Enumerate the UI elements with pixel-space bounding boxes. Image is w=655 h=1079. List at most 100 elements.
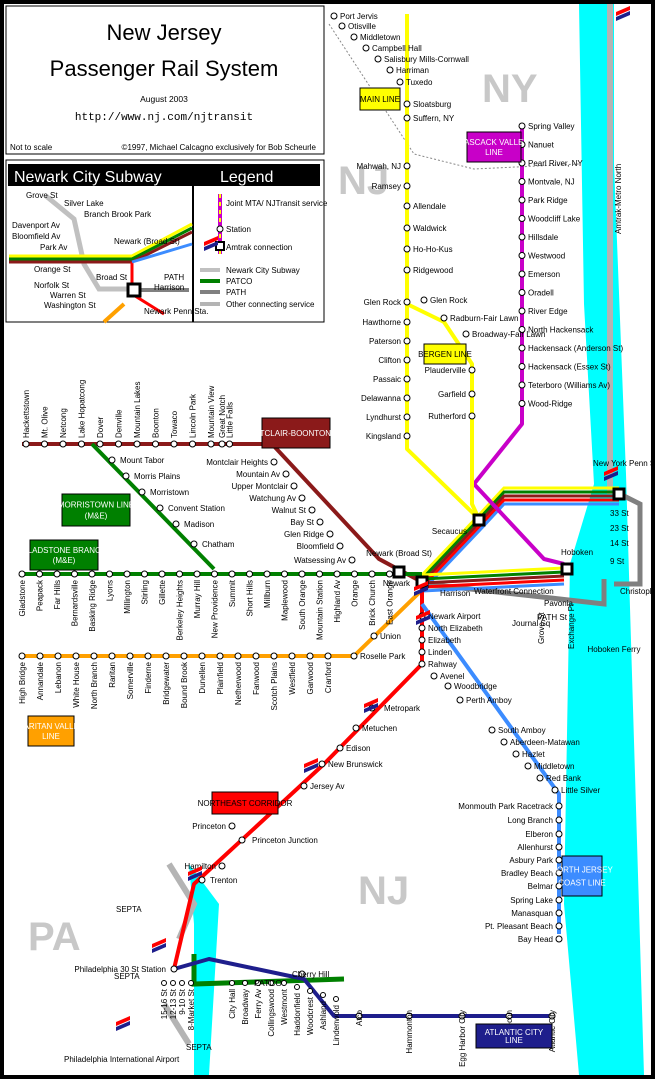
station-dot[interactable] [524, 762, 532, 770]
station-dot[interactable] [218, 440, 226, 448]
station-dot[interactable] [281, 570, 288, 578]
patco-station-dot[interactable] [170, 980, 176, 986]
station-dot[interactable] [555, 830, 563, 838]
station-dot[interactable] [456, 696, 464, 704]
station-dot[interactable] [318, 760, 326, 768]
station-dot[interactable] [403, 245, 411, 253]
station-dot[interactable] [228, 822, 236, 830]
station-dot[interactable] [362, 44, 370, 52]
station-dot[interactable] [518, 307, 526, 315]
station-dot[interactable] [18, 652, 26, 660]
station-dot[interactable] [403, 394, 411, 402]
station-dot[interactable] [90, 652, 98, 660]
station-dot[interactable] [198, 652, 206, 660]
station-dot[interactable] [336, 542, 344, 550]
station-dot[interactable] [420, 296, 428, 304]
station-dot[interactable] [316, 518, 324, 526]
station-dot[interactable] [518, 381, 526, 389]
station-dot[interactable] [518, 326, 526, 333]
station-dot[interactable] [468, 390, 476, 398]
station-dot[interactable] [144, 652, 152, 660]
station-dot[interactable] [324, 652, 332, 660]
station-dot[interactable] [193, 570, 201, 578]
station-dot[interactable] [500, 738, 508, 746]
station-dot[interactable] [115, 440, 122, 448]
station-dot[interactable] [418, 648, 426, 656]
station-dot[interactable] [468, 412, 476, 420]
station-dot[interactable] [170, 965, 178, 973]
station-dot[interactable] [386, 66, 394, 74]
station-dot[interactable] [234, 652, 242, 660]
station-dot[interactable] [403, 114, 411, 122]
station-dot[interactable] [300, 782, 308, 790]
station-dot[interactable] [512, 750, 520, 758]
station-dot[interactable] [350, 33, 358, 41]
station-dot[interactable] [72, 652, 80, 660]
station-dot[interactable] [158, 570, 166, 578]
station-dot[interactable] [488, 726, 496, 734]
station-dot[interactable] [518, 289, 526, 296]
station-dot[interactable] [282, 470, 290, 478]
station-dot[interactable] [555, 802, 563, 810]
station-dot[interactable] [228, 570, 236, 578]
station-dot[interactable] [536, 774, 544, 782]
line-tag[interactable] [466, 131, 522, 163]
line-tag[interactable] [359, 87, 401, 111]
station-dot[interactable] [326, 530, 334, 538]
station-dot[interactable] [403, 162, 411, 170]
station-dot[interactable] [518, 400, 526, 407]
station-dot[interactable] [78, 440, 85, 448]
station-dot[interactable] [551, 786, 559, 794]
station-dot[interactable] [172, 520, 180, 528]
patco-station-dot[interactable] [307, 988, 313, 994]
hub-marker[interactable] [612, 487, 626, 501]
station-dot[interactable] [458, 1012, 466, 1020]
station-dot[interactable] [190, 540, 198, 548]
patco-station-dot[interactable] [281, 980, 287, 986]
station-dot[interactable] [270, 458, 278, 466]
station-dot[interactable] [298, 970, 306, 978]
line-tag[interactable] [29, 539, 99, 571]
station-dot[interactable] [555, 909, 563, 917]
patco-station-dot[interactable] [188, 980, 194, 986]
station-dot[interactable] [462, 330, 470, 338]
station-dot[interactable] [368, 570, 376, 578]
station-dot[interactable] [430, 672, 438, 680]
station-dot[interactable] [355, 1012, 363, 1020]
station-dot[interactable] [133, 440, 141, 448]
station-dot[interactable] [216, 652, 224, 660]
line-tag[interactable] [261, 417, 331, 449]
station-dot[interactable] [308, 506, 316, 514]
patco-station-dot[interactable] [294, 984, 300, 990]
station-dot[interactable] [403, 100, 411, 108]
station-dot[interactable] [176, 570, 183, 578]
station-dot[interactable] [555, 856, 563, 864]
station-dot[interactable] [270, 652, 278, 660]
patco-station-dot[interactable] [179, 980, 185, 986]
station-dot[interactable] [386, 570, 393, 578]
station-dot[interactable] [170, 440, 178, 448]
station-dot[interactable] [518, 252, 526, 259]
station-dot[interactable] [418, 636, 426, 644]
line-tag[interactable] [475, 1023, 553, 1049]
station-dot[interactable] [246, 570, 253, 578]
station-dot[interactable] [518, 178, 526, 185]
patco-station-dot[interactable] [255, 980, 261, 986]
station-dot[interactable] [352, 724, 360, 732]
station-dot[interactable] [518, 233, 526, 241]
station-dot[interactable] [338, 22, 346, 30]
station-dot[interactable] [123, 570, 131, 578]
hub-marker[interactable] [392, 565, 406, 579]
station-dot[interactable] [370, 632, 378, 640]
station-dot[interactable] [36, 570, 43, 578]
station-dot[interactable] [555, 935, 563, 943]
line-tag[interactable] [423, 343, 467, 365]
station-dot[interactable] [108, 652, 116, 660]
station-dot[interactable] [211, 570, 218, 578]
station-dot[interactable] [298, 570, 306, 578]
station-dot[interactable] [468, 366, 476, 374]
station-dot[interactable] [141, 570, 148, 578]
station-dot[interactable] [22, 440, 30, 448]
station-dot[interactable] [555, 896, 563, 904]
station-dot[interactable] [333, 570, 341, 578]
